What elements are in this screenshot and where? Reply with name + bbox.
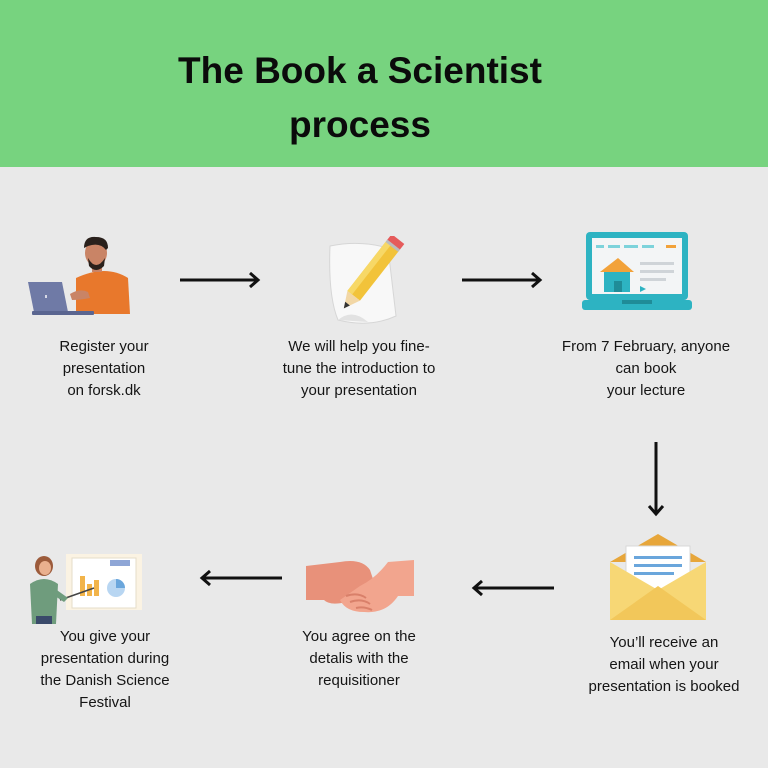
- person-laptop-icon: [28, 236, 130, 315]
- title-line-2: process: [289, 104, 431, 145]
- step-3-text: From 7 February, anyone can book your le…: [561, 338, 731, 399]
- step-2-text: We will help you fine- tune the introduc…: [282, 338, 436, 399]
- step-4-text: You’ll receive an email when your presen…: [588, 634, 740, 695]
- envelope-icon: [610, 534, 706, 620]
- arrow-left-2: [199, 569, 282, 587]
- arrow-down: [647, 442, 665, 517]
- arrow-left-1: [471, 579, 554, 597]
- title-line-1: The Book a Scientist: [178, 50, 542, 91]
- pencil-paper-icon: [329, 236, 405, 324]
- arrow-right-2: [462, 271, 543, 289]
- laptop-website-icon: [582, 232, 692, 310]
- presenter-icon: [30, 554, 142, 624]
- step-6-text: You give your presentation during the Da…: [40, 628, 170, 711]
- step-5-text: You agree on the detalis with the requis…: [302, 628, 416, 689]
- page-title: The Book a Scientist process: [120, 44, 600, 152]
- handshake-icon: [306, 560, 414, 613]
- header-banner: [0, 0, 768, 167]
- step-1-text: Register your presentation on forsk.dk: [59, 338, 149, 399]
- arrow-right-1: [180, 271, 261, 289]
